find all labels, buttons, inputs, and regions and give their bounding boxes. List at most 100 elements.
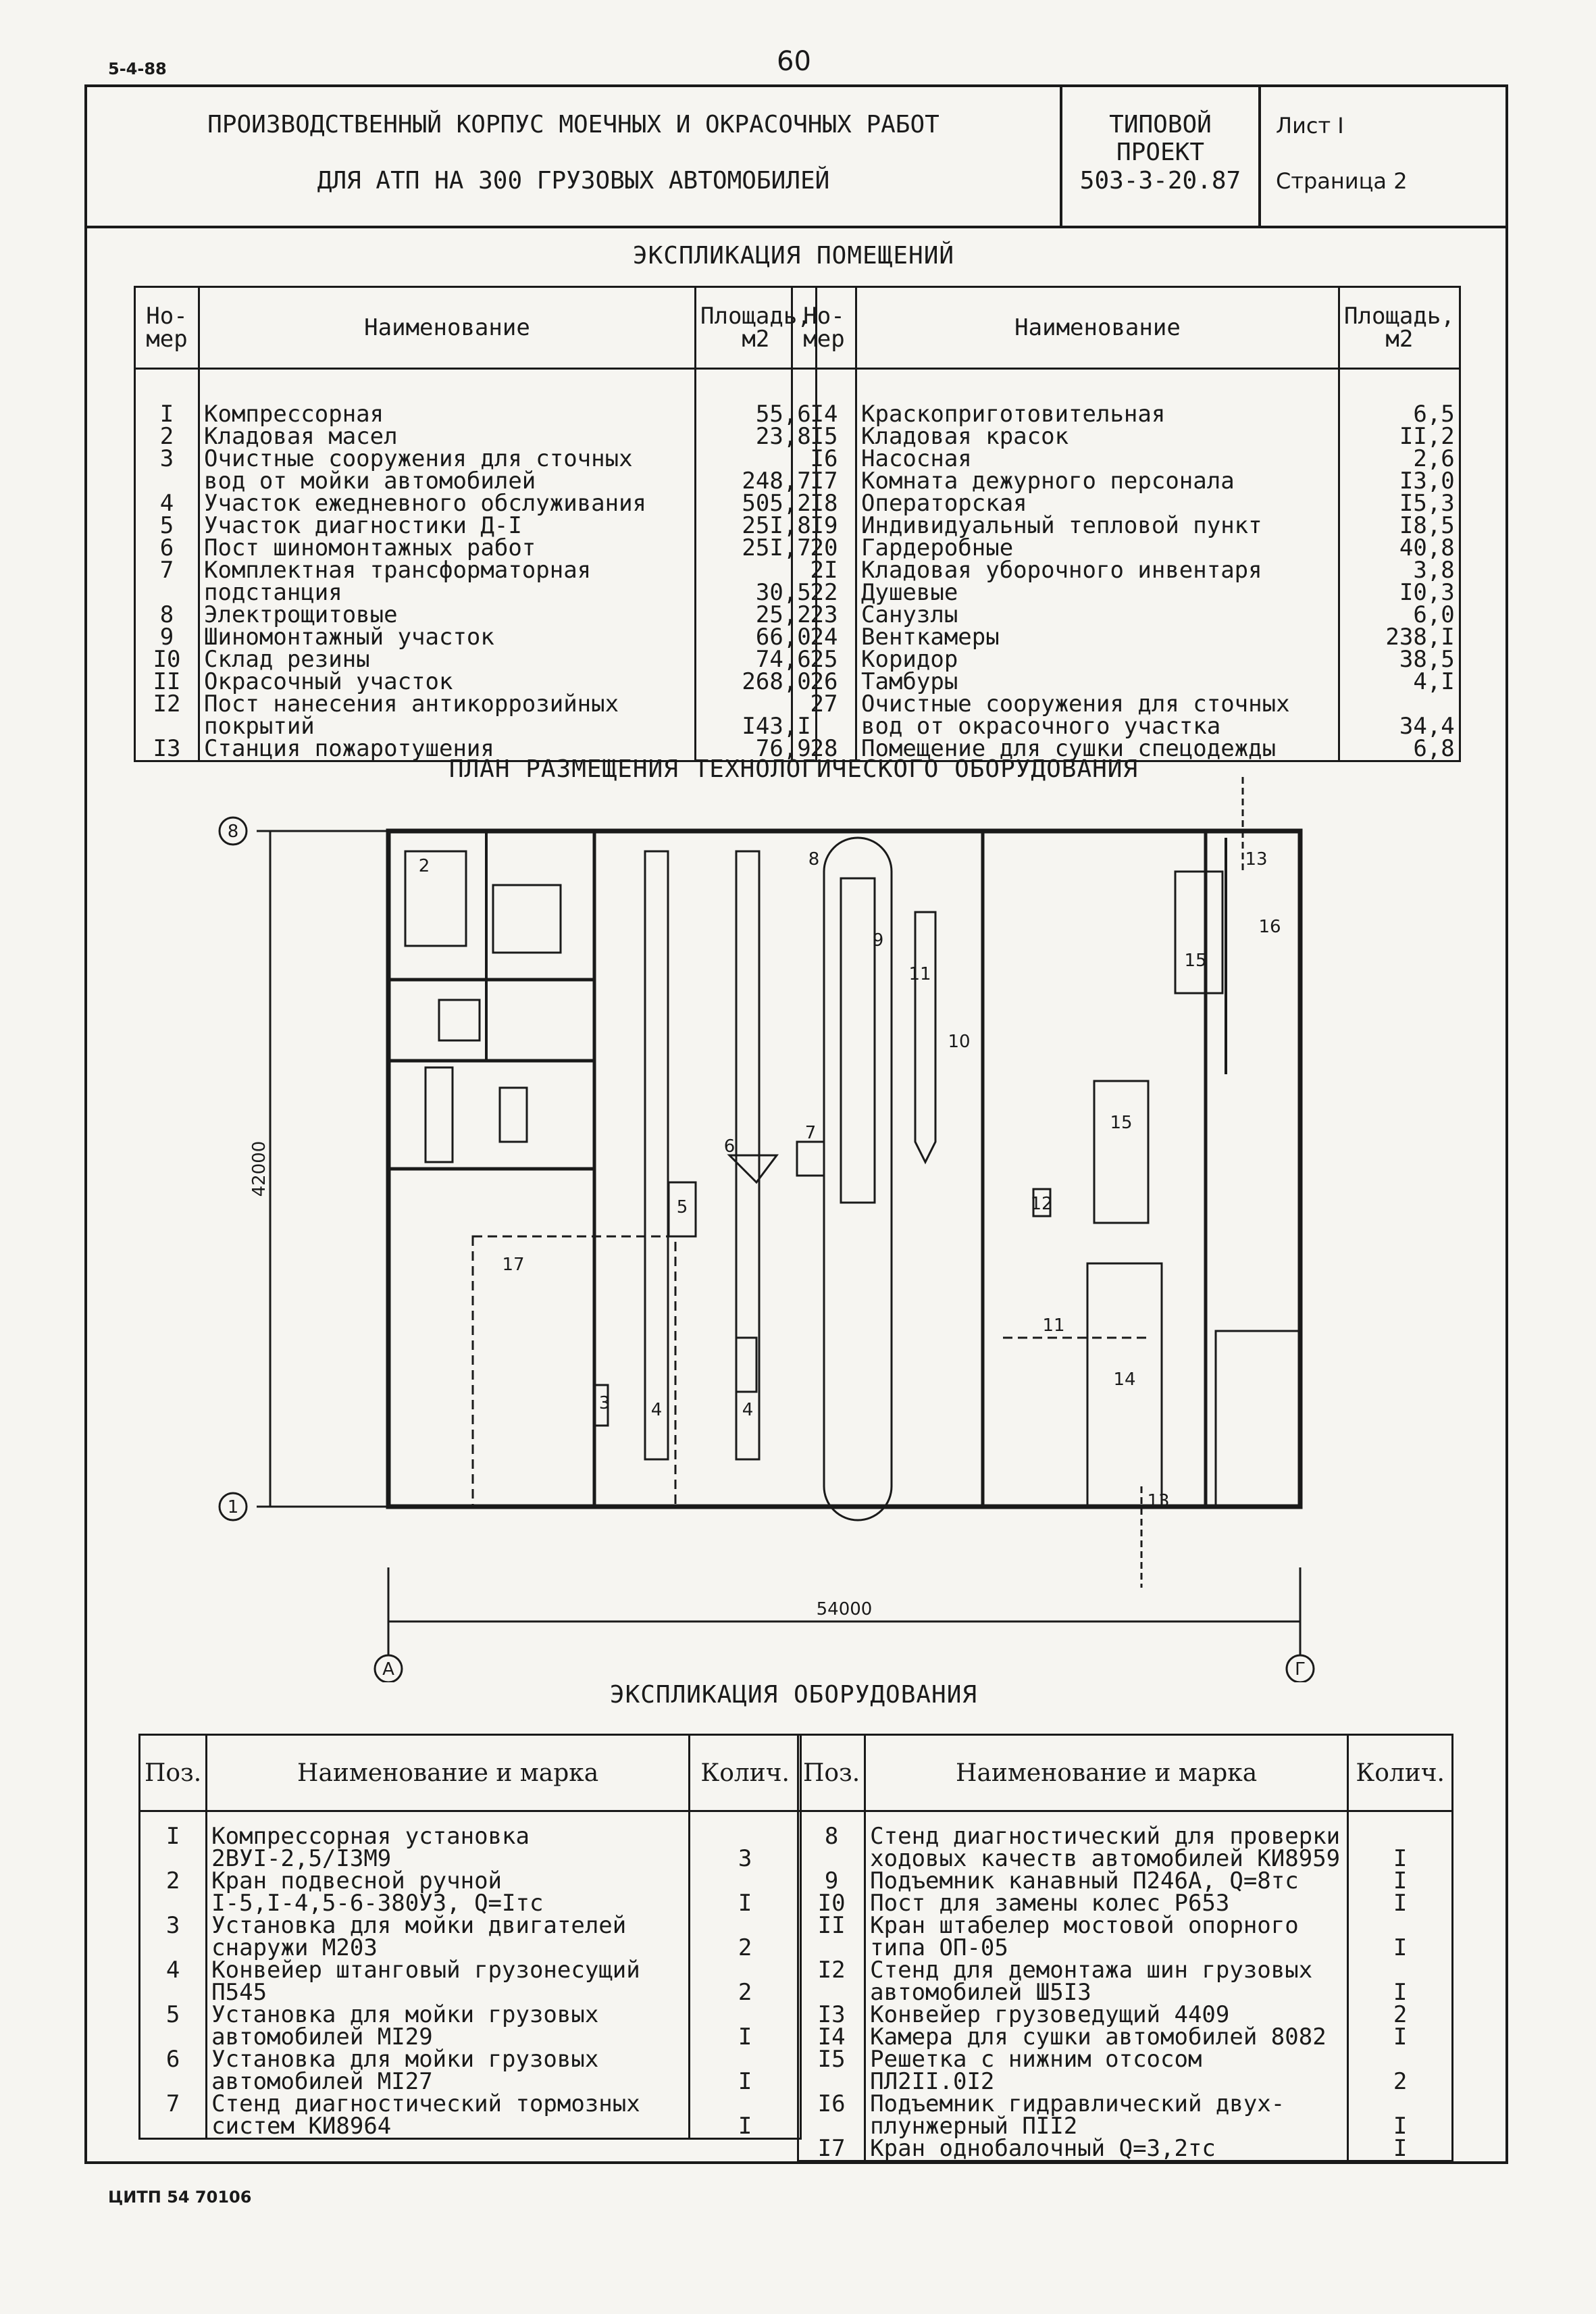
equipment-row-qty: I (688, 1892, 802, 1915)
plan-label-15b: 15 (1184, 951, 1206, 971)
col-qty: Колич. (688, 1734, 802, 1812)
room-row-num (134, 470, 200, 493)
axis-g-label: Г (1295, 1659, 1306, 1680)
col-name: Наименование и марка (205, 1734, 691, 1812)
equipment-row-name: Конвейер грузоведущий 4409 (864, 2003, 1349, 2026)
equipment-row-pos: 3 (138, 1914, 208, 1937)
plan-label-6: 6 (724, 1136, 736, 1157)
equipment-row-name: систем КИ8964 (205, 2115, 691, 2139)
room-row-area: 38,5 (1338, 648, 1461, 671)
project-type: ТИПОВОЙ ПРОЕКТ (1109, 111, 1212, 166)
equipment-row-name: Установка для мойки грузовых (205, 2003, 691, 2026)
equipment-plan: 8 1 А Г 54000 42000 2 3 4 4 5 6 7 8 9 10… (218, 777, 1315, 1682)
room-row-name: Тамбуры (855, 670, 1340, 693)
plan-label-3: 3 (599, 1393, 611, 1413)
equipment-row-pos: 2 (138, 1869, 208, 1892)
equipment-row-qty: 2 (688, 1936, 802, 1959)
room-row-num: 2I (791, 559, 857, 582)
equipment-row-qty: I (1347, 1981, 1454, 2004)
room-row-num: 3 (134, 447, 200, 470)
equipment-row-name: Пост для замены колес Р653 (864, 1892, 1349, 1915)
equipment-row-qty (1347, 2093, 1454, 2115)
room-row-name: Компрессорная (198, 368, 696, 426)
equipment-row-pos (138, 2115, 208, 2139)
equipment-row-pos (138, 2026, 208, 2048)
footer-stamp: ЦИТП 54 70106 (108, 2188, 252, 2207)
room-row-num (791, 715, 857, 738)
equipment-row-pos: I2 (796, 1959, 867, 1982)
equipment-row-pos: I7 (796, 2137, 867, 2161)
room-row-name: Участок диагностики Д-I (198, 514, 696, 537)
room-row-name: Санузлы (855, 603, 1340, 626)
room-row-area (1338, 693, 1461, 715)
equipment-row-qty: 2 (1347, 2003, 1454, 2026)
plan-label-7: 7 (805, 1123, 817, 1143)
col-name: Наименование (198, 286, 696, 370)
equipment-row-name: Компрессорная установка (205, 1811, 691, 1848)
col-area: Площадь, м2 (1338, 286, 1461, 370)
plan-label-16: 16 (1258, 917, 1281, 937)
room-row-name: Склад резины (198, 648, 696, 671)
axis-1-bubble (218, 1492, 248, 1521)
equipment-row-pos (138, 1937, 208, 1959)
room-row-name: Окрасочный участок (198, 670, 696, 693)
conveyor-4a (644, 850, 669, 1461)
room-row-num: 6 (134, 536, 200, 559)
plan-label-11b: 11 (908, 964, 931, 984)
equipment-row-pos (796, 2115, 867, 2138)
room-row-num: 4 (134, 492, 200, 515)
equipment-row-name: типа ОП-05 (864, 1936, 1349, 1959)
equipment-row-name: П545 (205, 1981, 691, 2004)
equipment-row-qty: I (1347, 1892, 1454, 1915)
equipment-row-name: плунжерный ПII2 (864, 2115, 1349, 2138)
equipment-row-pos: 4 (138, 1959, 208, 1982)
room-row-name: Очистные сооружения для сточных (198, 447, 696, 470)
room-row-area: II,2 (1338, 425, 1461, 448)
equipment-row-name: Решетка с нижним отсосом (864, 2048, 1349, 2071)
equipment-row-pos (138, 1982, 208, 2004)
room-row-num: 20 (791, 536, 857, 559)
equipment-row-qty: 2 (688, 1981, 802, 2004)
equipment-row-pos: I0 (796, 1892, 867, 1915)
room-row-num: I2 (134, 693, 200, 715)
equipment-row-qty (688, 1915, 802, 1937)
room-row-name: Индивидуальный тепловой пункт (855, 514, 1340, 537)
plan-label-4: 4 (742, 1400, 754, 1420)
plan-label-13: 13 (1245, 849, 1267, 870)
room-row-name: Пост шиномонтажных работ (198, 536, 696, 559)
room-row-name: Гардеробные (855, 536, 1340, 559)
col-qty: Колич. (1347, 1734, 1454, 1812)
room-row-num: 8 (134, 603, 200, 626)
room-row-name: Краскоприготовительная (855, 368, 1340, 426)
col-num: Но- мер (134, 286, 200, 370)
equipment-row-qty: I (688, 2115, 802, 2139)
room-row-area: 40,8 (1338, 536, 1461, 559)
equipment-row-pos (796, 1848, 867, 1870)
equipment-row-qty (688, 2048, 802, 2071)
